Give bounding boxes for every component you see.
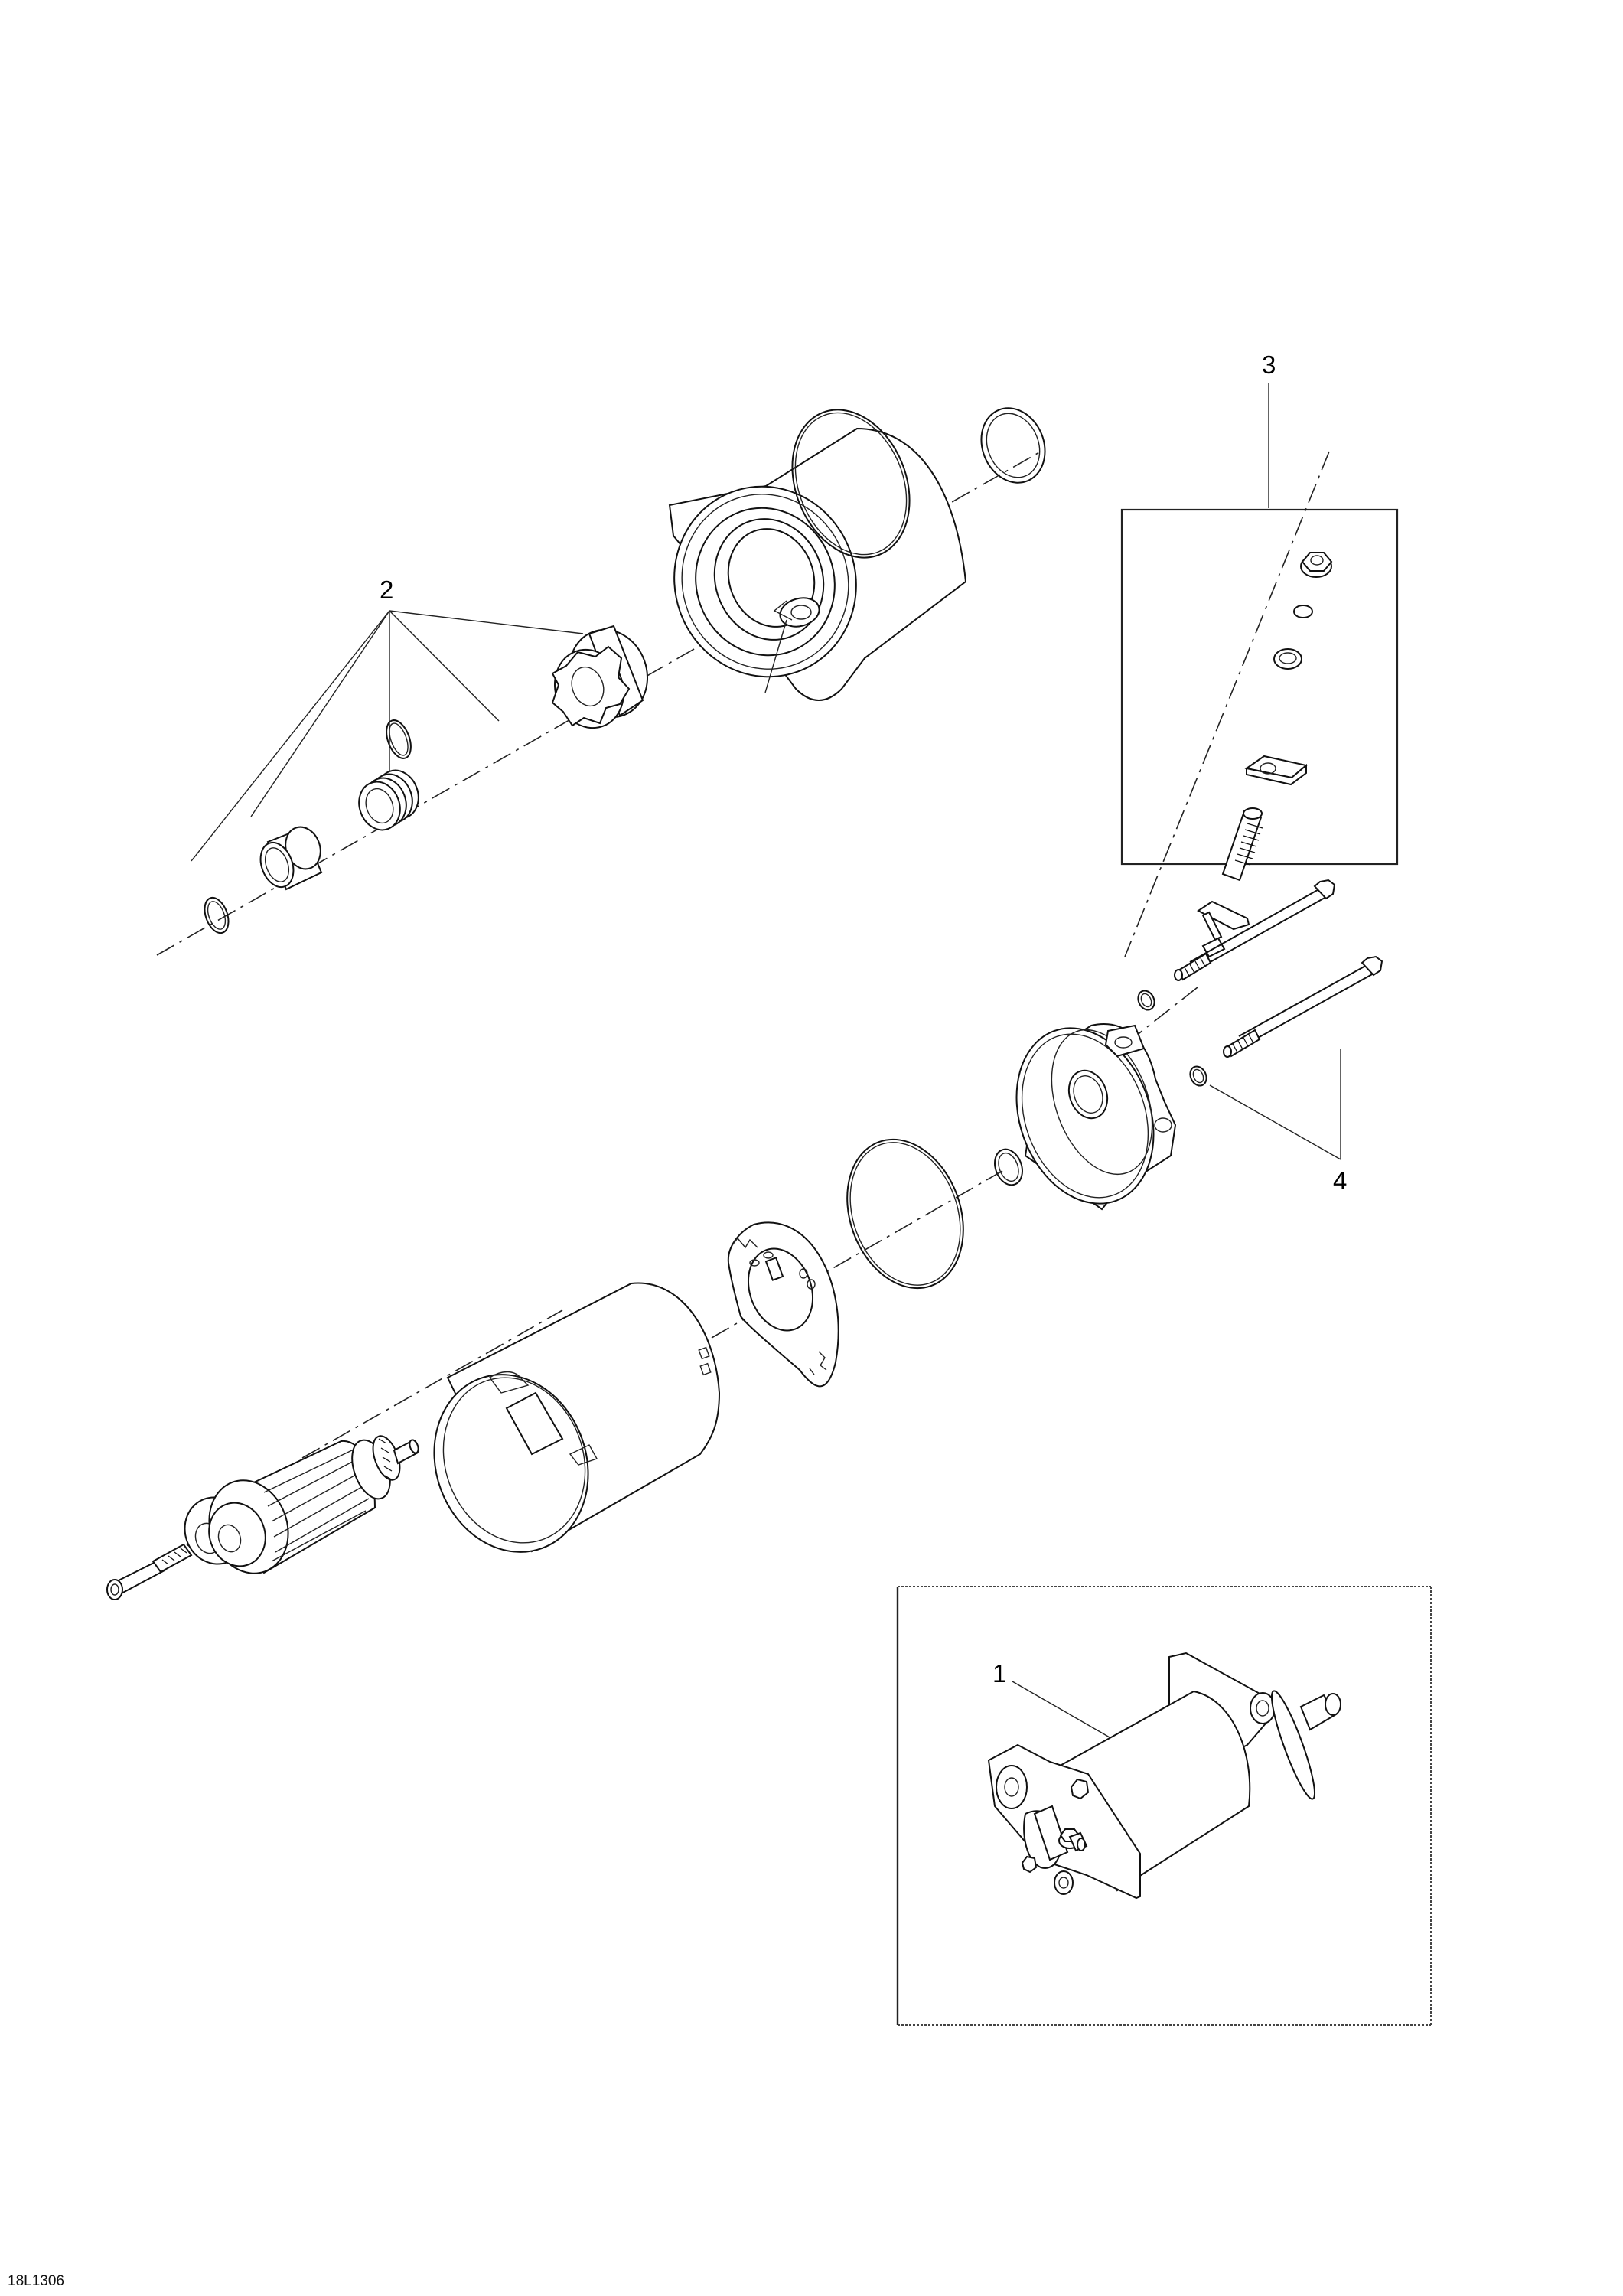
- terminal-insulator: [1273, 648, 1302, 670]
- large-o-ring-rear: [846, 1138, 964, 1290]
- stop-collar-sleeve: [259, 826, 323, 891]
- callout-3-label: 3: [1262, 351, 1276, 379]
- rear-group: [994, 879, 1383, 1211]
- yoke-housing: [433, 1282, 721, 1553]
- terminal-lock-washer: [1293, 605, 1313, 618]
- armature: [106, 1309, 563, 1600]
- drive-spring: [358, 769, 419, 831]
- large-o-ring-front: [791, 409, 911, 559]
- figure-id: 18L1306: [8, 2273, 64, 2289]
- terminal-plate: [1244, 755, 1309, 786]
- callout-2-leaders: [191, 610, 584, 862]
- circlip: [204, 896, 230, 934]
- bolt-washer-lower: [1189, 1065, 1207, 1087]
- thrust-washer: [386, 719, 412, 759]
- pinion-gear: [551, 625, 649, 729]
- terminal-nut: [1300, 552, 1333, 578]
- callout-1-leader: [1012, 1681, 1110, 1738]
- bolt-washer-upper: [1137, 990, 1155, 1011]
- terminal-stud: [1197, 807, 1263, 931]
- through-bolt-lower: [1223, 955, 1383, 1058]
- drive-end-housing: [668, 427, 967, 701]
- drive-end-group: [156, 407, 1046, 956]
- through-bolt-upper: [1174, 879, 1336, 981]
- assembled-starter-inset: [896, 1586, 1432, 2026]
- brush-plate: [727, 1221, 839, 1388]
- callout-2-label: 2: [380, 576, 394, 604]
- assembled-starter: [987, 1652, 1341, 1900]
- callout-4-label: 4: [1333, 1166, 1348, 1195]
- terminal-kit-box: [1120, 383, 1399, 958]
- callout-1-label: 1: [992, 1659, 1007, 1688]
- small-o-ring-front: [980, 407, 1046, 484]
- callout-4-leaders: [1209, 1049, 1341, 1160]
- middle-group: [711, 1138, 1003, 1388]
- rear-end-cap: [1015, 1023, 1177, 1211]
- small-o-ring-rear: [994, 1148, 1023, 1186]
